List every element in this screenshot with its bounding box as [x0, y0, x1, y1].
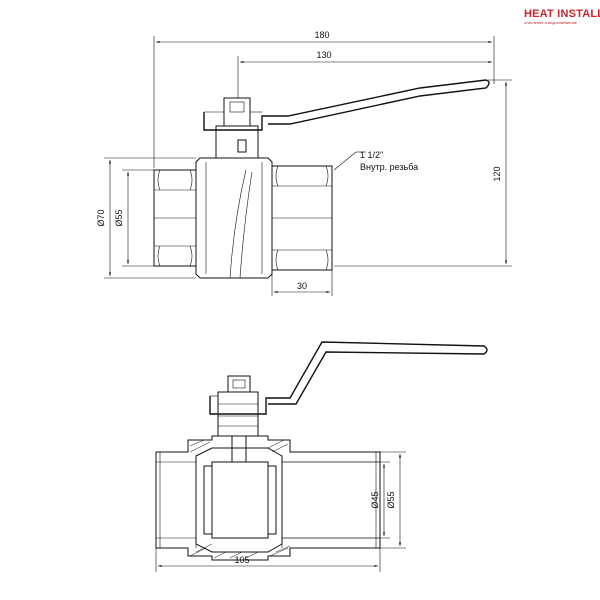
thread-length-label: 30 [297, 281, 307, 291]
inner-diameter-label: Ø55 [114, 209, 124, 226]
outer-diameter-label: Ø70 [96, 209, 106, 226]
bore-diameter-label: Ø45 [370, 491, 380, 508]
section-body [155, 435, 381, 561]
overall-length-label: 180 [314, 30, 329, 40]
section-view: 105 Ø45 Ø55 [155, 341, 488, 572]
thread-callout: 1 1/2" Внутр. резьба [333, 150, 418, 172]
heat-install-logo: HEAT INSTALL отопление и водоснабжение [524, 8, 600, 32]
stem-and-lever [203, 79, 490, 159]
dim-overall-length: 180 [153, 30, 495, 168]
section-stem [209, 341, 488, 463]
dim-handle-length: 130 [237, 50, 492, 98]
dim-thread-length: 30 [271, 270, 333, 296]
thread-size-label: 1 1/2" [360, 150, 383, 160]
dim-port-diameter: Ø55 [380, 451, 406, 549]
thread-type-label: Внутр. резьба [360, 162, 418, 172]
height-label: 120 [492, 166, 502, 181]
port-diameter-label: Ø55 [386, 491, 396, 508]
logo-brand: HEAT INSTALL [524, 8, 600, 20]
dim-inner-diameter: Ø55 [114, 169, 154, 267]
left-hex-nut [153, 169, 197, 267]
dim-outer-diameter: Ø70 [96, 157, 196, 279]
dim-bore-diameter: Ø45 [282, 461, 390, 539]
body-length-label: 105 [234, 555, 249, 565]
handle-length-label: 130 [316, 50, 331, 60]
top-view: 180 130 120 Ø70 Ø55 30 [96, 30, 512, 296]
dim-body-length: 105 [155, 548, 381, 572]
right-hex-nut [271, 165, 333, 271]
dim-height: 120 [334, 79, 512, 267]
valve-body [195, 157, 273, 279]
section-hatching [189, 439, 291, 559]
logo-tagline: отопление и водоснабжение [524, 20, 578, 25]
